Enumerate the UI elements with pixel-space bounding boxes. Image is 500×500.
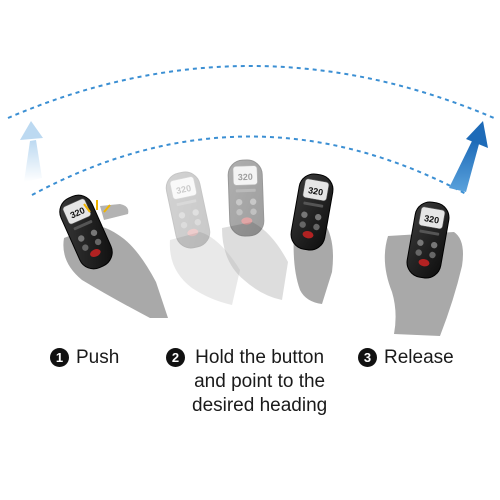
step-number-badge: 1 [50, 348, 69, 367]
remote-ghost-2 [227, 158, 265, 238]
step-number-badge: 2 [166, 348, 185, 367]
lower-dashed-arc [31, 135, 469, 196]
step-number-badge: 3 [358, 348, 377, 367]
step-label: Push [76, 347, 120, 368]
step-1: 1 Push [50, 346, 119, 370]
step-label: Hold the button and point to the desired… [192, 347, 328, 416]
hand-ghost-1 [169, 232, 240, 305]
hand-release [384, 232, 463, 336]
end-heading-arrow [449, 121, 488, 192]
step-3: 3 Release [358, 346, 454, 370]
upper-dashed-arc [7, 65, 495, 119]
step-2: 2 Hold the button and point to the desir… [166, 346, 327, 418]
step-label: Release [384, 347, 454, 368]
hand-ghost-2 [222, 222, 288, 300]
remote-ghost-1 [162, 168, 214, 252]
start-heading-arrow [20, 121, 43, 182]
push-indicator-icon [83, 200, 111, 213]
